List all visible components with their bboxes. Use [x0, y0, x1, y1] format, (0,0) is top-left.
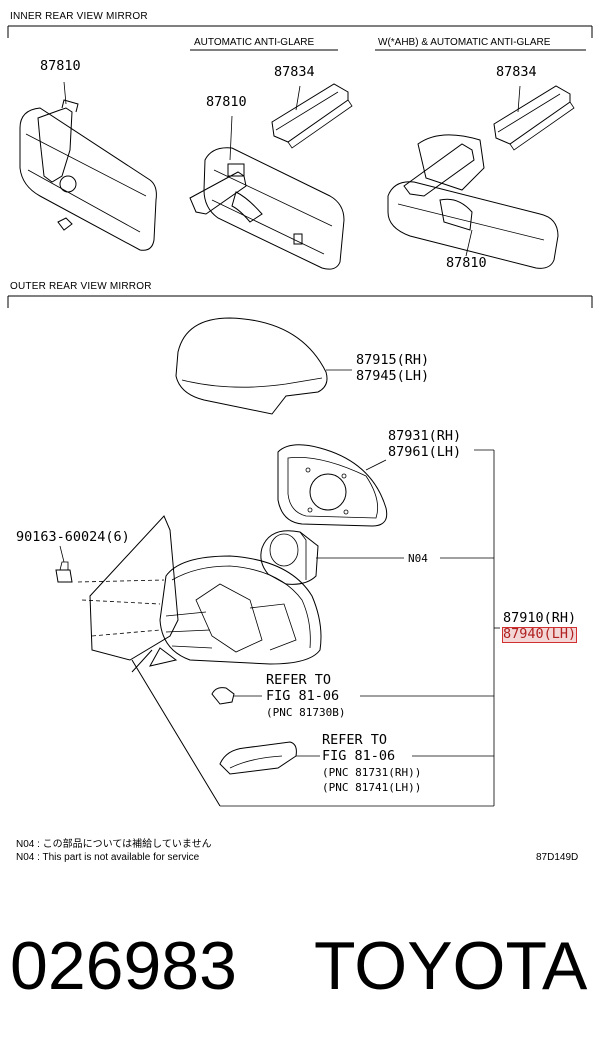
- ref2-line1: REFER TO: [322, 732, 388, 748]
- inner-mirror-basic: [19, 81, 157, 251]
- part-87940-highlighted[interactable]: 87940(LH): [501, 626, 578, 643]
- part-87834-auto: 87834: [274, 64, 315, 80]
- footer-brand: TOYOTA: [314, 928, 588, 1004]
- part-90163: 90163-60024(6): [16, 529, 130, 545]
- part-87915: 87915(RH): [356, 352, 430, 368]
- mirror-glass: [277, 444, 388, 527]
- ref1-line2: FIG 81-06: [266, 688, 340, 704]
- footer-part-number: 026983: [10, 928, 237, 1004]
- part-87931: 87931(RH): [388, 428, 462, 444]
- inner-section-frame: [7, 25, 593, 51]
- ref2-line4: (PNC 81741(LH)): [322, 781, 422, 794]
- side-lamp-large: [219, 741, 320, 775]
- part-87810-ahb: 87810: [446, 255, 487, 271]
- mirror-actuator: [260, 530, 319, 585]
- outer-mirror-cover: [175, 317, 352, 415]
- part-87834-ahb: 87834: [496, 64, 537, 80]
- outer-section-frame: [7, 295, 593, 308]
- auto-anti-glare-heading: AUTOMATIC ANTI-GLARE: [194, 37, 315, 48]
- callout-bracket: [220, 449, 500, 807]
- part-87810-basic: 87810: [40, 58, 81, 74]
- inner-section-title: INNER REAR VIEW MIRROR: [10, 11, 148, 22]
- screw-90163: [55, 545, 73, 583]
- ahb-anti-glare-heading: W(*AHB) & AUTOMATIC ANTI-GLARE: [378, 37, 551, 48]
- note-n04-english: N04 : This part is not available for ser…: [16, 852, 200, 863]
- ref1-line1: REFER TO: [266, 672, 332, 688]
- part-87810-auto: 87810: [206, 94, 247, 110]
- outer-section-title: OUTER REAR VIEW MIRROR: [10, 281, 152, 292]
- note-n04-japanese: N04 : この部品については補給していません: [16, 839, 212, 850]
- ref1-line3: (PNC 81730B): [266, 706, 346, 719]
- part-87945: 87945(LH): [356, 368, 430, 384]
- part-87910: 87910(RH): [503, 610, 577, 626]
- inner-mirror-ahb: [387, 85, 575, 269]
- side-lamp-small: [211, 687, 262, 705]
- diagram-code: 87D149D: [536, 852, 579, 863]
- ref2-line3: (PNC 81731(RH)): [322, 766, 422, 779]
- part-87961: 87961(LH): [388, 444, 462, 460]
- inner-mirror-auto: [189, 83, 353, 270]
- outer-mirror-body: [77, 515, 322, 807]
- ref2-line2: FIG 81-06: [322, 748, 396, 764]
- note-n04-tag: N04: [408, 552, 428, 565]
